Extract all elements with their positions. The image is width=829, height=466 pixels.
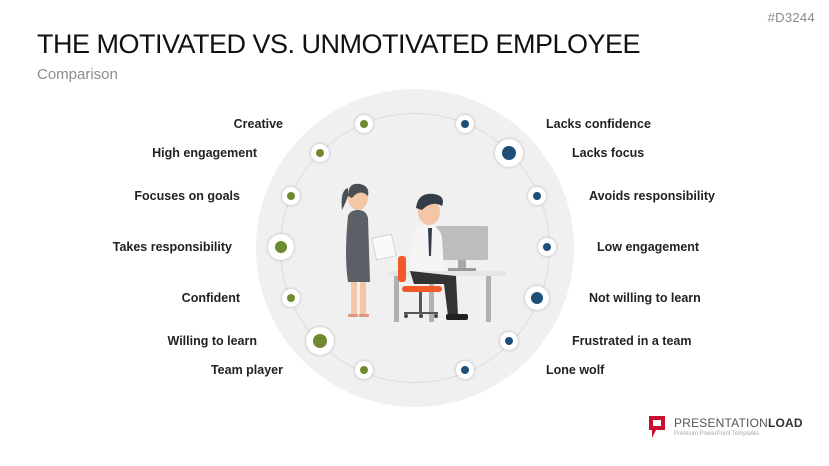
label-team-player: Team player <box>210 363 283 377</box>
node-team-player <box>355 361 373 379</box>
label-high-engagement: High engagement <box>152 146 257 160</box>
node-lacks-focus <box>495 139 523 167</box>
office-workers-illustration <box>341 183 506 322</box>
label-lone-wolf: Lone wolf <box>546 363 605 377</box>
presentationload-logo: PRESENTATIONLOAD Premium PowerPoint Temp… <box>648 415 803 439</box>
label-confident: Confident <box>181 291 240 305</box>
node-takes-responsibility <box>268 234 294 260</box>
label-lacks-focus: Lacks focus <box>572 146 645 160</box>
node-frustrated-in-a-team <box>500 332 518 350</box>
page-subtitle: Comparison <box>37 66 118 83</box>
node-high-engagement <box>311 144 329 162</box>
logo-p-icon <box>648 415 666 439</box>
logo-brand-light: PRESENTATION <box>674 416 768 430</box>
node-creative <box>355 115 373 133</box>
label-not-willing-to-learn: Not willing to learn <box>589 291 701 305</box>
node-confident <box>282 289 300 307</box>
node-not-willing-to-learn <box>525 286 549 310</box>
logo-tagline: Premium PowerPoint Templates <box>674 431 760 437</box>
label-lacks-confidence: Lacks confidence <box>546 117 651 131</box>
page-title: THE MOTIVATED VS. UNMOTIVATED EMPLOYEE <box>37 29 641 59</box>
label-focuses-on-goals: Focuses on goals <box>134 189 240 203</box>
label-willing-to-learn: Willing to learn <box>167 334 257 348</box>
node-lone-wolf <box>456 361 474 379</box>
node-low-engagement <box>538 238 556 256</box>
node-lacks-confidence <box>456 115 474 133</box>
node-willing-to-learn <box>306 327 334 355</box>
label-frustrated-in-a-team: Frustrated in a team <box>572 334 692 348</box>
label-creative: Creative <box>233 117 283 131</box>
label-avoids-responsibility: Avoids responsibility <box>589 189 715 203</box>
logo-brand-bold: LOAD <box>767 416 803 430</box>
slide-code: #D3244 <box>767 10 815 25</box>
label-takes-responsibility: Takes responsibility <box>112 240 232 254</box>
label-low-engagement: Low engagement <box>597 240 700 254</box>
node-focuses-on-goals <box>282 187 300 205</box>
node-avoids-responsibility <box>528 187 546 205</box>
